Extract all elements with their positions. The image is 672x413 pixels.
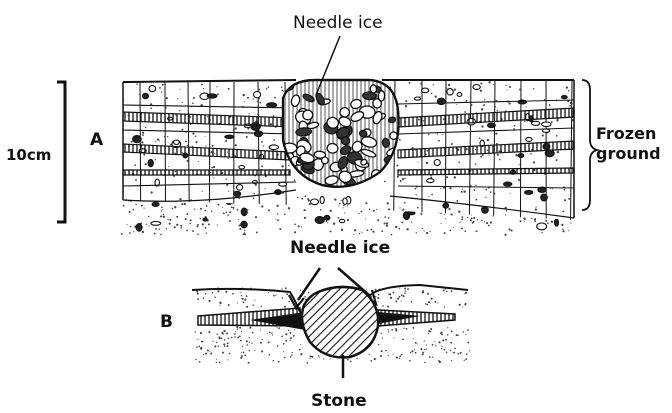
ice-lens-right xyxy=(378,310,455,326)
needle-ice-label-a: Needle ice xyxy=(293,13,383,33)
panel-b: Needle ice B Stone xyxy=(160,238,470,411)
frozen-label-line2: ground xyxy=(596,144,661,163)
needle-ice-label-b: Needle ice xyxy=(290,238,390,258)
frozen-ground-bracket xyxy=(582,80,597,210)
panel-a-letter: A xyxy=(90,130,104,150)
stone xyxy=(302,287,378,357)
panel-a: 10cm A xyxy=(6,13,661,236)
frozen-label-line1: Frozen xyxy=(596,124,656,143)
scale-bracket xyxy=(57,82,65,222)
stone-label: Stone xyxy=(311,391,367,411)
scale-label: 10cm xyxy=(6,146,51,164)
panel-b-letter: B xyxy=(160,312,173,332)
ice-lens-left xyxy=(198,308,305,330)
